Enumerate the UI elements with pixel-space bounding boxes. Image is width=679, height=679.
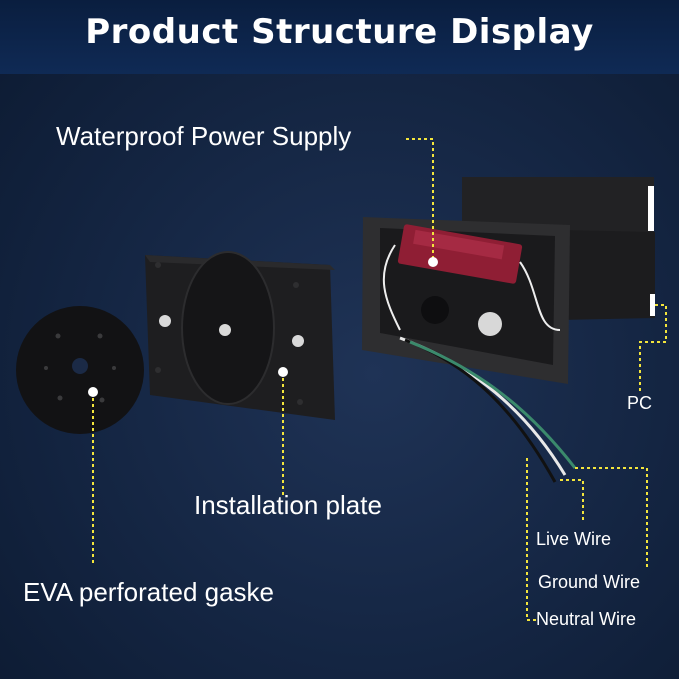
- pc-label: PC: [627, 393, 653, 413]
- eva-gasket-image: [16, 306, 144, 434]
- leader-neutral-wire: [526, 458, 537, 621]
- leader-pc: [639, 304, 667, 392]
- eva-gasket-label: EVA perforated gaske: [23, 577, 275, 607]
- leader-power-supply: [406, 138, 434, 262]
- header-banner: [0, 0, 679, 74]
- ground-wire-label: Ground Wire: [538, 572, 641, 592]
- page-title: Product Structure Display: [85, 12, 594, 52]
- wires-image: [399, 336, 577, 483]
- installation-plate-image: [145, 251, 335, 420]
- installation-plate-label: Installation plate: [194, 490, 382, 520]
- neutral-wire-label: Neutral Wire: [536, 609, 637, 629]
- leader-ground-wire: [575, 467, 648, 568]
- leader-lines: [92, 138, 667, 621]
- live-wire-label: Live Wire: [536, 529, 612, 549]
- lamp-housing-image: [362, 177, 655, 384]
- power-supply-label: Waterproof Power Supply: [56, 121, 352, 151]
- leader-dots: [88, 257, 438, 397]
- leader-live-wire: [560, 479, 584, 522]
